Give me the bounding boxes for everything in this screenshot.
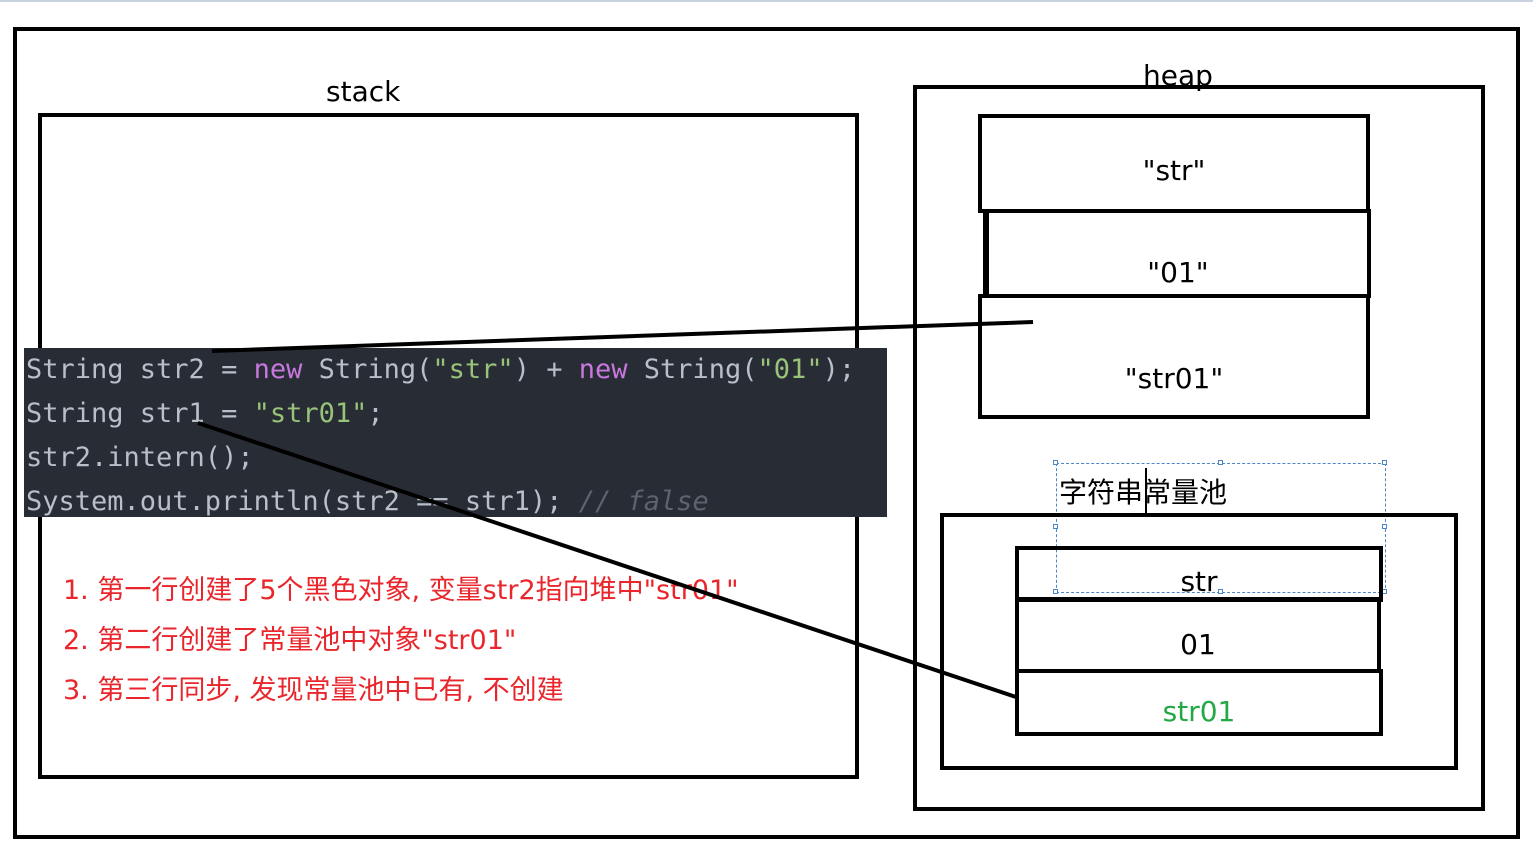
pool-box — [940, 513, 1458, 770]
code-token: ) + — [513, 354, 579, 385]
selection-handle[interactable] — [1382, 524, 1387, 529]
pool-item-label-highlight: str01 — [1162, 694, 1236, 728]
text-cursor — [1145, 468, 1147, 514]
heap-object-label: "str" — [1142, 153, 1206, 187]
code-keyword: new — [578, 354, 628, 385]
heap-object-label: "str01" — [1124, 361, 1224, 395]
selection-handle[interactable] — [1218, 460, 1223, 465]
code-line: String str2 = new String("str") + new St… — [26, 348, 887, 392]
stack-title: stack — [326, 75, 401, 108]
code-token: String str1 = — [26, 398, 254, 429]
code-string: "str01" — [253, 398, 368, 429]
code-line: str2.intern(); — [26, 436, 887, 480]
heap-box — [913, 85, 1485, 811]
code-line: String str1 = "str01"; — [26, 392, 887, 436]
code-token: String( — [302, 354, 433, 385]
str2-reference-line — [211, 320, 1034, 353]
code-token: String str2 = — [26, 354, 254, 385]
code-token: ); — [822, 354, 856, 385]
pool-item-str01: str01 — [1015, 669, 1383, 736]
selection-handle[interactable] — [1053, 460, 1058, 465]
code-string: "str" — [432, 354, 514, 385]
code-string: "01" — [757, 354, 823, 385]
diagram-frame — [13, 27, 1520, 839]
note-line-2: 2. 第二行创建了常量池中对象"str01" — [63, 625, 517, 656]
code-token: String( — [627, 354, 758, 385]
note-line-3: 3. 第三行同步, 发现常量池中已有, 不创建 — [63, 675, 564, 706]
selection-handle[interactable] — [1053, 589, 1058, 594]
note-line-1: 1. 第一行创建了5个黑色对象, 变量str2指向堆中"str01" — [63, 575, 739, 606]
code-token: ; — [367, 398, 384, 429]
code-token: System.out.println(str2 == str1); — [26, 486, 579, 517]
code-token: str2.intern(); — [26, 442, 254, 473]
heap-object-str01: "str01" — [978, 294, 1370, 419]
code-line: System.out.println(str2 == str1); // fal… — [26, 480, 887, 524]
code-keyword: new — [253, 354, 303, 385]
heap-object-label: "01" — [1147, 255, 1209, 289]
pool-item-label: 01 — [1180, 628, 1216, 661]
code-block: String str2 = new String("str") + new St… — [24, 348, 887, 517]
pool-title: 字符串常量池 — [1059, 476, 1228, 509]
code-comment: // false — [578, 486, 709, 517]
pool-item-label: str — [1180, 565, 1218, 598]
top-divider — [0, 0, 1533, 2]
heap-title: heap — [1143, 59, 1213, 92]
selection-handle[interactable] — [1382, 460, 1387, 465]
selection-handle[interactable] — [1218, 589, 1223, 594]
selection-handle[interactable] — [1053, 524, 1058, 529]
str1-reference-line — [197, 421, 1017, 699]
